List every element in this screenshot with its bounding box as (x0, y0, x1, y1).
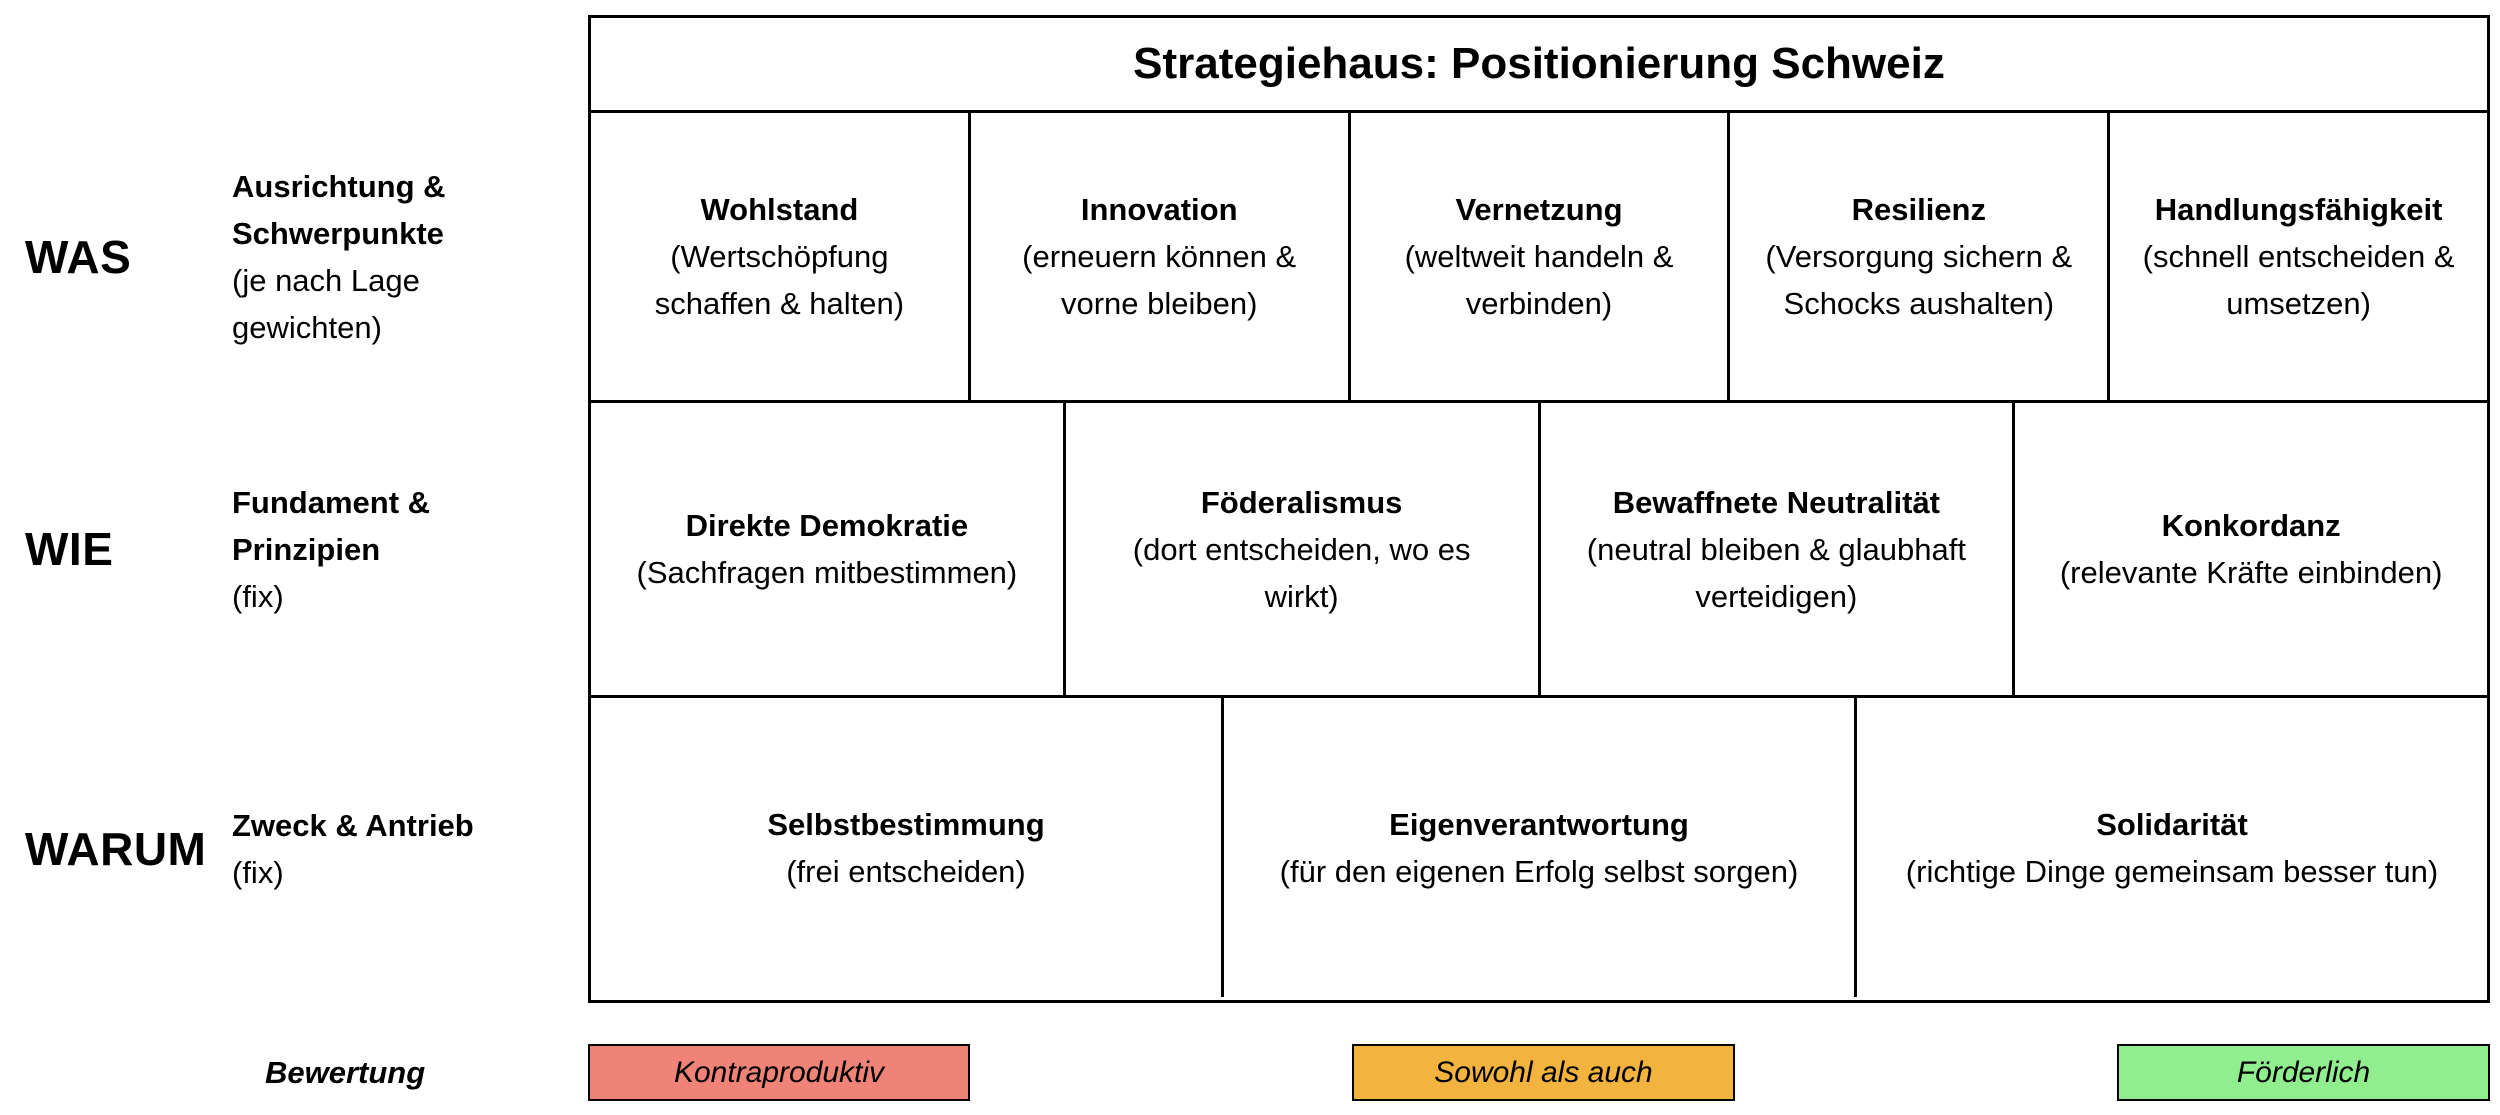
cell-title: Innovation (1080, 192, 1238, 227)
category-title-warum: Zweck & Antrieb (232, 808, 474, 843)
category-note-warum: (fix) (232, 855, 284, 890)
cell-subtitle: (frei entscheiden) (786, 853, 1026, 889)
legend-box-kontraproduktiv: Kontraproduktiv (588, 1044, 970, 1101)
cell-handlungsfaehigkeit: Handlungsfähigkeit (schnell entscheiden … (2107, 113, 2487, 400)
category-note-was: (je nach Lage gewichten) (232, 262, 420, 345)
category-note-wie: (fix) (232, 578, 284, 614)
category-label-was: Ausrichtung & Schwerpunkte (je nach Lage… (232, 113, 572, 400)
cell-title: Solidarität (2096, 806, 2248, 842)
category-title-was: Ausrichtung & Schwerpunkte (232, 168, 446, 251)
cell-title: Wohlstand (700, 192, 859, 227)
row-wie-cells: Direkte Demokratie (Sachfragen mitbestim… (591, 403, 2487, 698)
cell-direkte-demokratie: Direkte Demokratie (Sachfragen mitbestim… (591, 403, 1063, 695)
cell-title: Handlungsfähigkeit (2154, 192, 2443, 227)
legend-box-label: Sowohl als auch (1434, 1055, 1653, 1089)
row-label-warum: WARUM (25, 823, 207, 875)
row-label-was: WAS (25, 230, 132, 283)
cell-subtitle: (neutral bleiben & glaubhaft verteidigen… (1586, 531, 1966, 614)
cell-title: Selbstbestimmung (767, 806, 1045, 842)
cell-title: Direkte Demokratie (685, 508, 969, 543)
cell-subtitle: (Versorgung sichern & Schocks aushalten) (1765, 239, 2073, 321)
cell-bewaffnete-neutralitaet: Bewaffnete Neutralität (neutral bleiben … (1537, 403, 2013, 695)
cell-innovation: Innovation (erneuern können & vorne blei… (967, 113, 1348, 400)
cell-subtitle: (dort entscheiden, wo es wirkt) (1132, 531, 1471, 614)
cell-subtitle: (weltweit handeln & verbinden) (1404, 239, 1674, 321)
cell-subtitle: (Sachfragen mitbestimmen) (636, 555, 1018, 590)
cell-subtitle: (Wertschöpfung schaffen & halten) (654, 239, 905, 321)
cell-foederalismus: Föderalismus (dort entscheiden, wo es wi… (1062, 403, 1538, 695)
cell-title: Bewaffnete Neutralität (1612, 484, 1941, 520)
row-warum-cells: Selbstbestimmung (frei entscheiden) Eige… (591, 698, 2487, 997)
strategy-house-table: Strategiehaus: Positionierung Schweiz Wo… (588, 15, 2490, 1003)
row-was-cells: Wohlstand (Wertschöpfung schaffen & halt… (591, 113, 2487, 403)
category-label-warum: Zweck & Antrieb (fix) (232, 698, 572, 1000)
cell-selbstbestimmung: Selbstbestimmung (frei entscheiden) (591, 698, 1221, 997)
cell-vernetzung: Vernetzung (weltweit handeln & verbinden… (1347, 113, 1728, 400)
cell-resilienz: Resilienz (Versorgung sichern & Schocks … (1727, 113, 2107, 400)
cell-subtitle: (erneuern können & vorne bleiben) (1022, 239, 1297, 321)
cell-title: Resilienz (1851, 192, 1986, 227)
cell-title: Konkordanz (2161, 508, 2341, 543)
cell-eigenverantwortung: Eigenverantwortung (für den eigenen Erfo… (1221, 698, 1854, 997)
cell-title: Föderalismus (1200, 484, 1403, 520)
category-title-wie: Fundament & Prinzipien (232, 484, 431, 567)
cell-subtitle: (richtige Dinge gemeinsam besser tun) (1905, 853, 2439, 889)
house-title: Strategiehaus: Positionierung Schweiz (591, 18, 2487, 113)
cell-subtitle: (für den eigenen Erfolg selbst sorgen) (1279, 853, 1799, 889)
legend-box-label: Kontraproduktiv (673, 1055, 885, 1089)
cell-subtitle: (relevante Kräfte einbinden) (2059, 555, 2443, 590)
cell-title: Vernetzung (1455, 192, 1623, 227)
cell-title: Eigenverantwortung (1389, 806, 1689, 842)
cell-konkordanz: Konkordanz (relevante Kräfte einbinden) (2012, 403, 2487, 695)
category-label-wie: Fundament & Prinzipien (fix) (232, 403, 572, 695)
legend-label: Bewertung (265, 1054, 426, 1090)
row-label-wie: WIE (25, 523, 114, 575)
legend-box-foerderlich: Förderlich (2117, 1044, 2490, 1101)
cell-wohlstand: Wohlstand (Wertschöpfung schaffen & halt… (591, 113, 968, 400)
legend-box-label: Förderlich (2236, 1055, 2371, 1089)
legend-box-sowohl-als-auch: Sowohl als auch (1352, 1044, 1735, 1101)
cell-solidaritaet: Solidarität (richtige Dinge gemeinsam be… (1854, 698, 2487, 997)
cell-subtitle: (schnell entscheiden & umsetzen) (2142, 239, 2455, 321)
